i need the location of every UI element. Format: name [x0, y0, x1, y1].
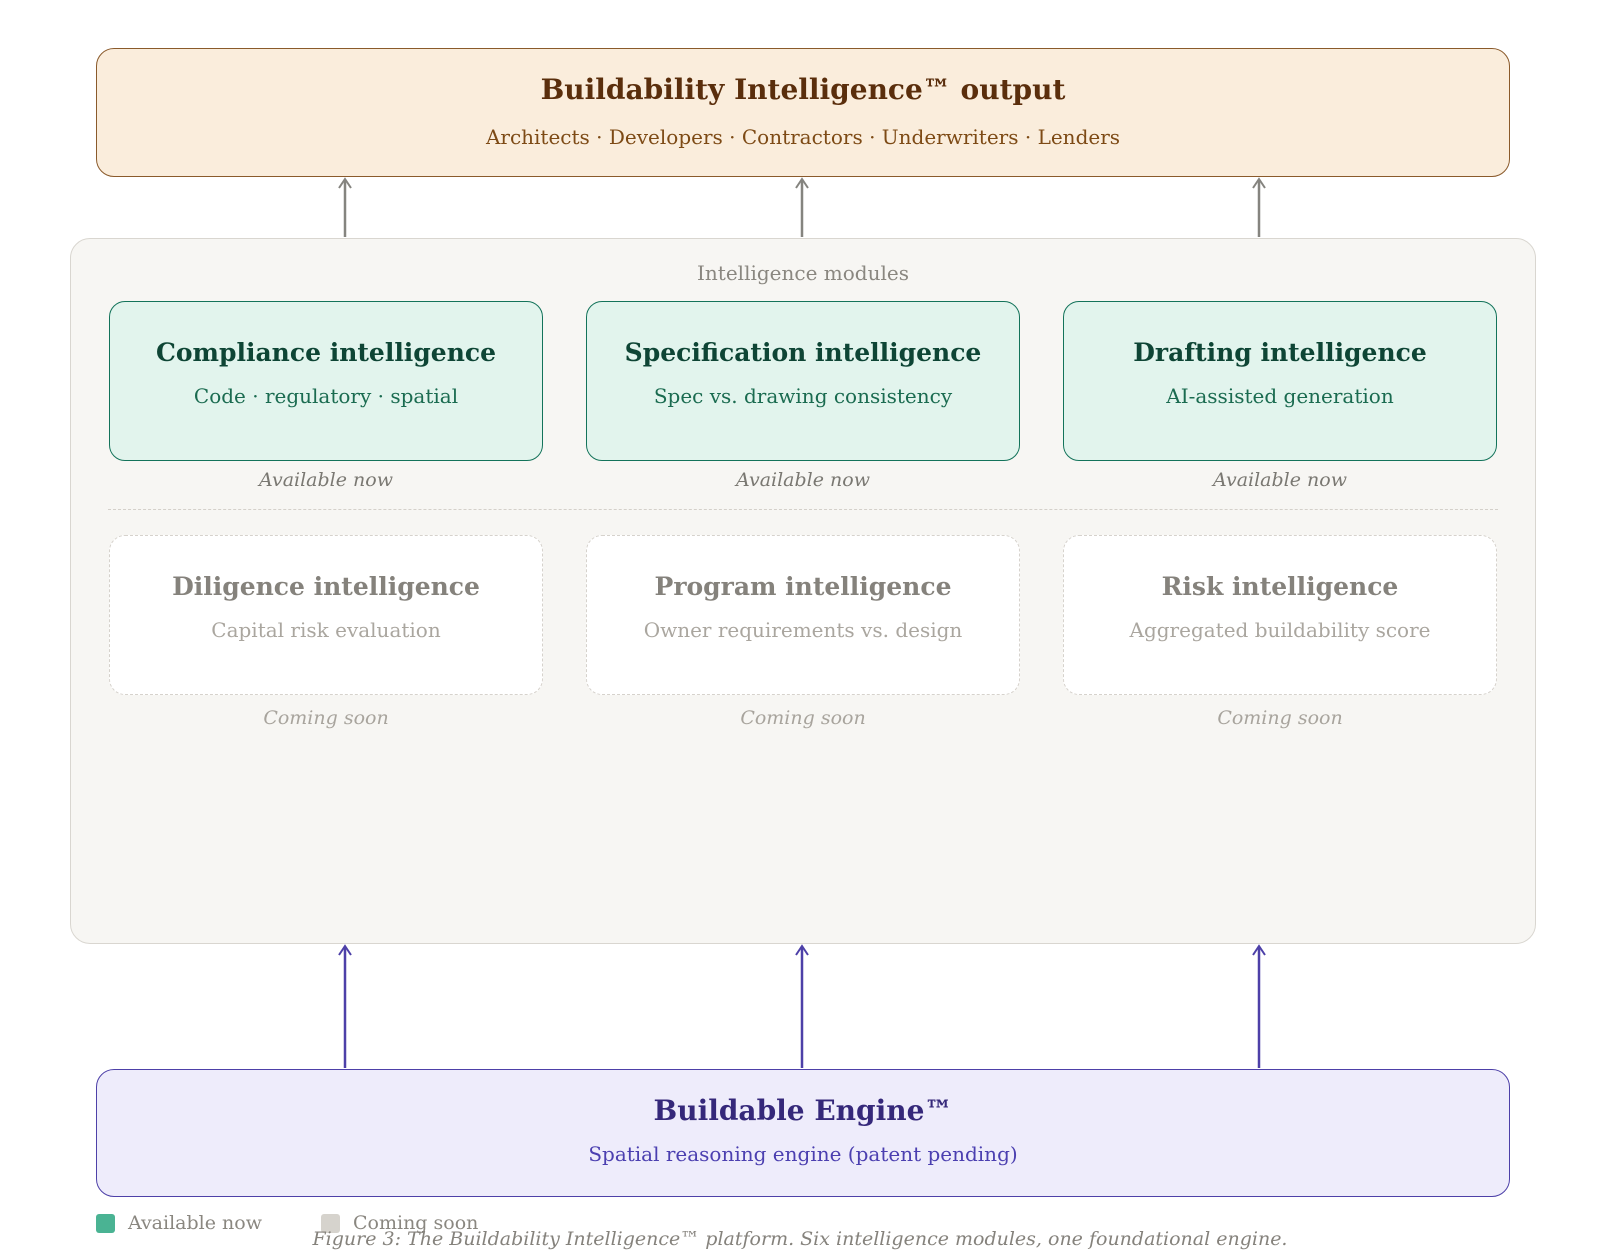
output-box: Buildability Intelligence™ output Archit… [96, 48, 1510, 177]
module-title: Program intelligence [654, 572, 952, 601]
module-card-compliance: Compliance intelligence Code · regulator… [109, 301, 543, 461]
module-title: Drafting intelligence [1133, 338, 1427, 367]
module-subtitle: Aggregated buildability score [1129, 618, 1431, 642]
availability-divider [108, 509, 1498, 510]
module-card-program: Program intelligence Owner requirements … [586, 535, 1020, 695]
legend-label-available: Available now [128, 1212, 262, 1234]
module-status-drafting: Available now [1213, 469, 1347, 491]
module-subtitle: Spec vs. drawing consistency [653, 384, 953, 408]
module-card-specification: Specification intelligence Spec vs. draw… [586, 301, 1020, 461]
module-subtitle: Capital risk evaluation [211, 618, 441, 642]
module-subtitle: Owner requirements vs. design [643, 618, 963, 642]
module-card-diligence: Diligence intelligence Capital risk eval… [109, 535, 543, 695]
module-status-compliance: Available now [259, 469, 393, 491]
module-status-specification: Available now [736, 469, 870, 491]
module-title: Specification intelligence [624, 338, 982, 367]
module-card-risk: Risk intelligence Aggregated buildabilit… [1063, 535, 1497, 695]
engine-title: Buildable Engine™ [653, 1094, 953, 1127]
module-status-diligence: Coming soon [263, 707, 389, 729]
module-subtitle: AI-assisted generation [1166, 384, 1394, 408]
module-status-risk: Coming soon [1217, 707, 1343, 729]
module-status-program: Coming soon [740, 707, 866, 729]
legend-label-coming: Coming soon [353, 1212, 479, 1234]
modules-panel-label: Intelligence modules [697, 261, 909, 285]
module-title: Diligence intelligence [172, 572, 480, 601]
module-card-drafting: Drafting intelligence AI-assisted genera… [1063, 301, 1497, 461]
module-subtitle: Code · regulatory · spatial [193, 384, 459, 408]
legend-swatch-available [96, 1214, 115, 1233]
module-title: Compliance intelligence [155, 338, 496, 367]
engine-subtitle: Spatial reasoning engine (patent pending… [588, 1142, 1018, 1166]
module-title: Risk intelligence [1161, 572, 1399, 601]
legend-swatch-coming [321, 1214, 340, 1233]
engine-box: Buildable Engine™ Spatial reasoning engi… [96, 1069, 1510, 1197]
output-audiences: Architects · Developers · Contractors · … [485, 125, 1121, 149]
output-title: Buildability Intelligence™ output [540, 73, 1066, 106]
figure-caption: Figure 3: The Buildability Intelligence™… [312, 1228, 1288, 1250]
